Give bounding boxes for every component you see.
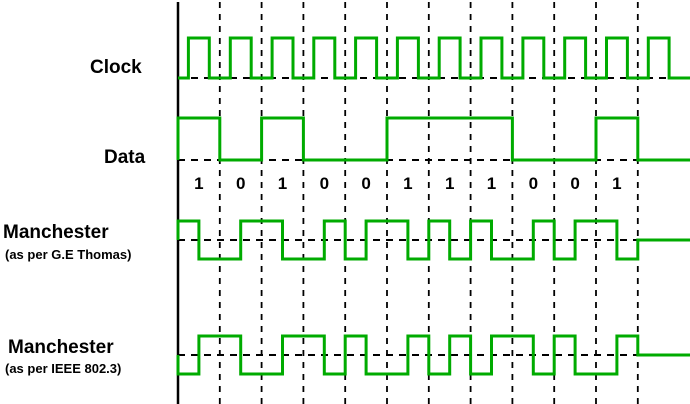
manchester-ieee-waveform bbox=[176, 334, 690, 376]
bit-value: 0 bbox=[235, 174, 246, 193]
bit-value: 0 bbox=[361, 174, 371, 193]
manchester-ieee-sublabel: (as per IEEE 802.3) bbox=[5, 361, 122, 376]
bit-value: 0 bbox=[319, 174, 330, 193]
manchester-thomas-label: Manchester bbox=[3, 222, 109, 243]
clock-waveform bbox=[178, 36, 690, 80]
data-label: Data bbox=[104, 147, 146, 168]
bit-value: 1 bbox=[194, 174, 204, 193]
manchester-thomas-sublabel: (as per G.E Thomas) bbox=[5, 247, 132, 262]
bit-value: 1 bbox=[403, 174, 413, 193]
clock-label: Clock bbox=[90, 57, 142, 78]
bit-value: 1 bbox=[612, 174, 622, 193]
manchester-ieee-label: Manchester bbox=[8, 337, 114, 358]
bit-value: 1 bbox=[486, 174, 497, 193]
bit-value: 0 bbox=[528, 174, 539, 193]
bit-value: 1 bbox=[277, 174, 288, 193]
bit-value: 0 bbox=[570, 174, 580, 193]
bit-value: 1 bbox=[444, 174, 455, 193]
manchester-thomas-waveform bbox=[176, 219, 690, 261]
data-waveform bbox=[176, 116, 690, 162]
